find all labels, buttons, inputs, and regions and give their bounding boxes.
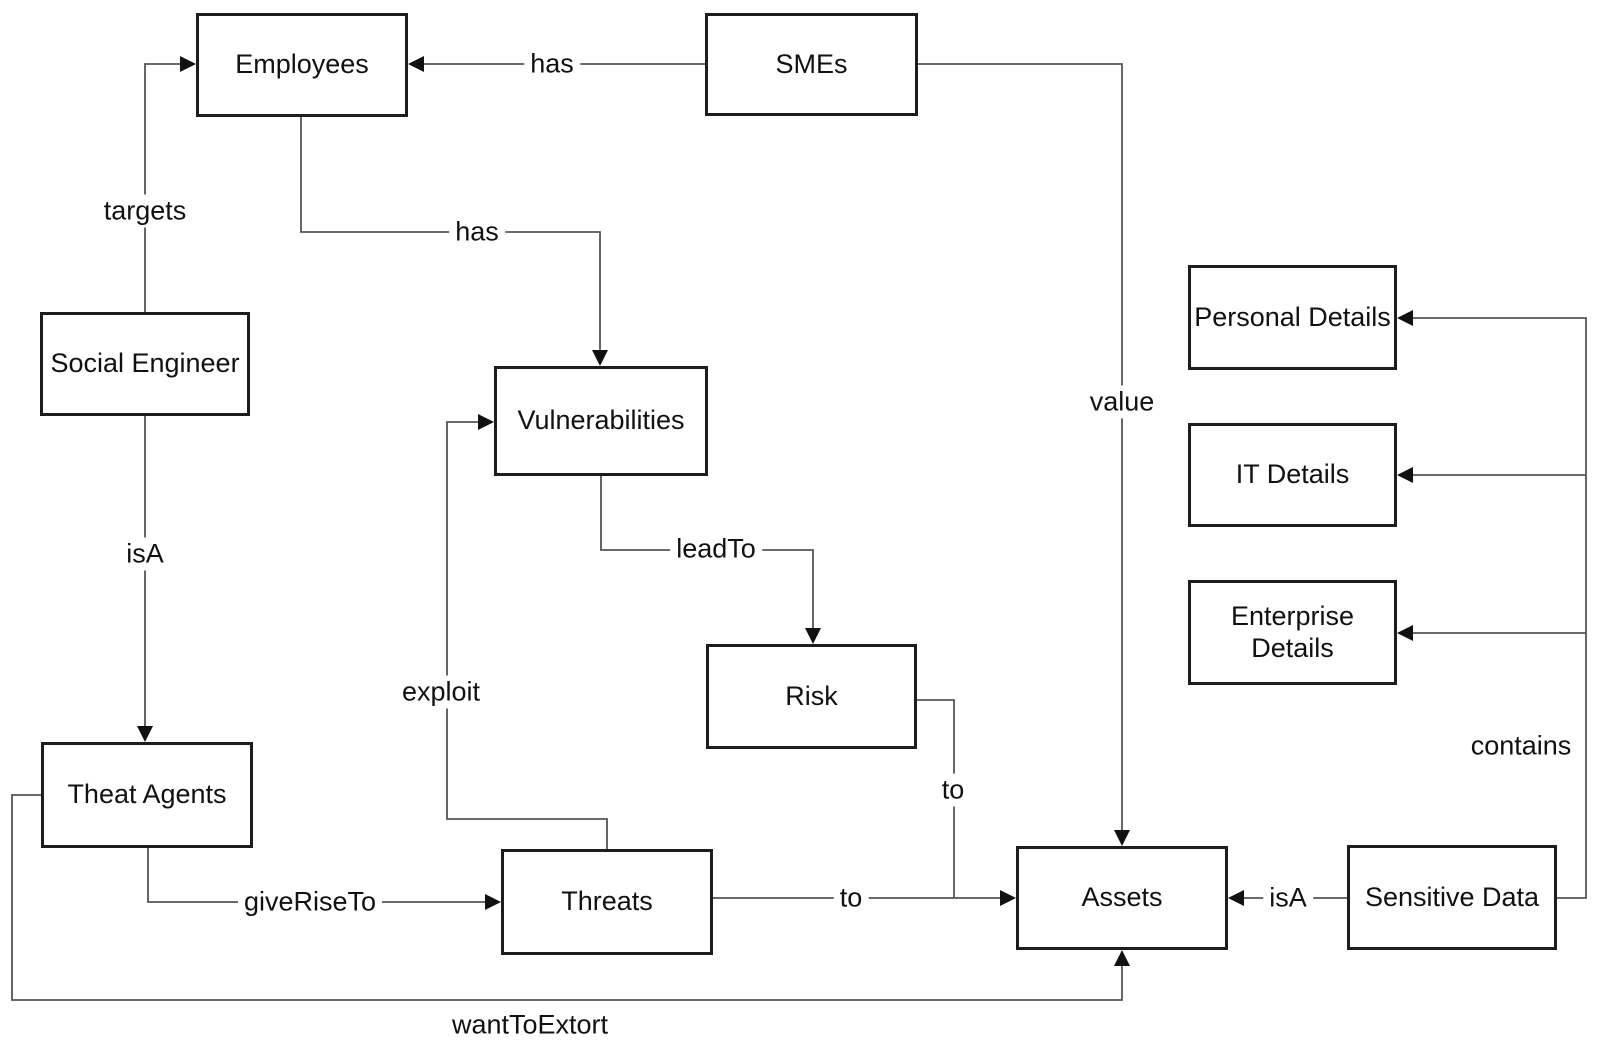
edge-label-to-threats-assets: to	[833, 881, 869, 915]
arrowhead-icon-giveriseto-theatagents-threats	[485, 894, 501, 910]
arrowhead-icon-leadto-vulnerabilities-risk	[805, 628, 821, 644]
edge-label-isa-sensitivedata-assets: isA	[1263, 881, 1313, 915]
edge-label-to-risk-assets: to	[935, 773, 971, 807]
arrowhead-icon-isa-socialengineer-theatagents	[137, 726, 153, 742]
node-label-social-engineer: Social Engineer	[50, 348, 240, 379]
arrowhead-icon-exploit-threats-vulnerabilities	[478, 414, 494, 430]
edge-line-targets	[144, 63, 182, 312]
node-label-personal-details: Personal Details	[1194, 301, 1391, 332]
node-label-employees: Employees	[235, 49, 369, 80]
node-enterprise-details: Enterprise Details	[1188, 580, 1397, 685]
node-label-smes: SMEs	[775, 48, 848, 79]
node-label-assets: Assets	[1081, 882, 1163, 913]
edge-label-value-smes-assets: value	[1083, 385, 1161, 419]
edge-line-exploit-threats-vulnerabilities	[446, 421, 608, 849]
arrowhead-icon-contains-sensitivedata-details-2	[1397, 625, 1413, 641]
node-sensitive-data: Sensitive Data	[1347, 845, 1557, 950]
edge-line-contains-sensitivedata-details	[1411, 317, 1587, 899]
edge-line-wanttoextort-theatagents-assets	[11, 794, 1123, 1001]
node-risk: Risk	[706, 644, 917, 749]
node-label-vulnerabilities: Vulnerabilities	[517, 405, 685, 436]
node-label-it-details: IT Details	[1235, 459, 1350, 490]
arrowhead-icon-has-employees-vulnerabilities	[592, 350, 608, 366]
node-it-details: IT Details	[1188, 423, 1397, 527]
node-vulnerabilities: Vulnerabilities	[494, 366, 708, 476]
node-theat-agents: Theat Agents	[41, 742, 253, 848]
node-label-threats: Threats	[561, 886, 653, 917]
node-smes: SMEs	[705, 13, 918, 116]
node-label-enterprise-details: Enterprise Details	[1230, 600, 1355, 663]
node-personal-details: Personal Details	[1188, 265, 1397, 370]
edge-label-wanttoextort-theatagents-assets: wantToExtort	[445, 1008, 615, 1042]
edge-label-giveriseto-theatagents-threats: giveRiseTo	[237, 885, 383, 919]
node-label-sensitive-data: Sensitive Data	[1364, 881, 1540, 912]
edge-line-value-smes-assets	[918, 63, 1123, 832]
node-label-risk: Risk	[785, 680, 838, 711]
arrowhead-icon-wanttoextort-theatagents-assets	[1114, 950, 1130, 966]
edge-label-contains-sensitivedata-details: contains	[1464, 729, 1578, 763]
edge-label-isa-socialengineer-theatagents: isA	[120, 537, 170, 571]
node-assets: Assets	[1016, 846, 1228, 950]
edge-line-to-risk-assets	[917, 699, 955, 898]
arrowhead-icon-isa-sensitivedata-assets	[1228, 890, 1244, 906]
edge-label-leadto-vulnerabilities-risk: leadTo	[670, 532, 762, 566]
edge-label-targets: targets	[97, 194, 193, 228]
arrowhead-icon-contains-sensitivedata-details-1	[1397, 467, 1413, 483]
edge-label-exploit-threats-vulnerabilities: exploit	[395, 675, 487, 709]
arrowhead-icon-to-threats-assets	[1000, 890, 1016, 906]
edge-label-has-employees-vulnerabilities: has	[449, 215, 505, 249]
arrowhead-icon-value-smes-assets	[1114, 830, 1130, 846]
node-employees: Employees	[196, 13, 408, 117]
arrowhead-icon-targets	[180, 56, 196, 72]
node-threats: Threats	[501, 849, 713, 955]
arrowhead-icon-has-smes-employees	[408, 56, 424, 72]
edge-label-has-smes-employees: has	[524, 47, 580, 81]
node-label-theat-agents: Theat Agents	[67, 779, 227, 810]
node-social-engineer: Social Engineer	[40, 312, 250, 416]
arrowhead-icon-contains-sensitivedata-details	[1397, 310, 1413, 326]
